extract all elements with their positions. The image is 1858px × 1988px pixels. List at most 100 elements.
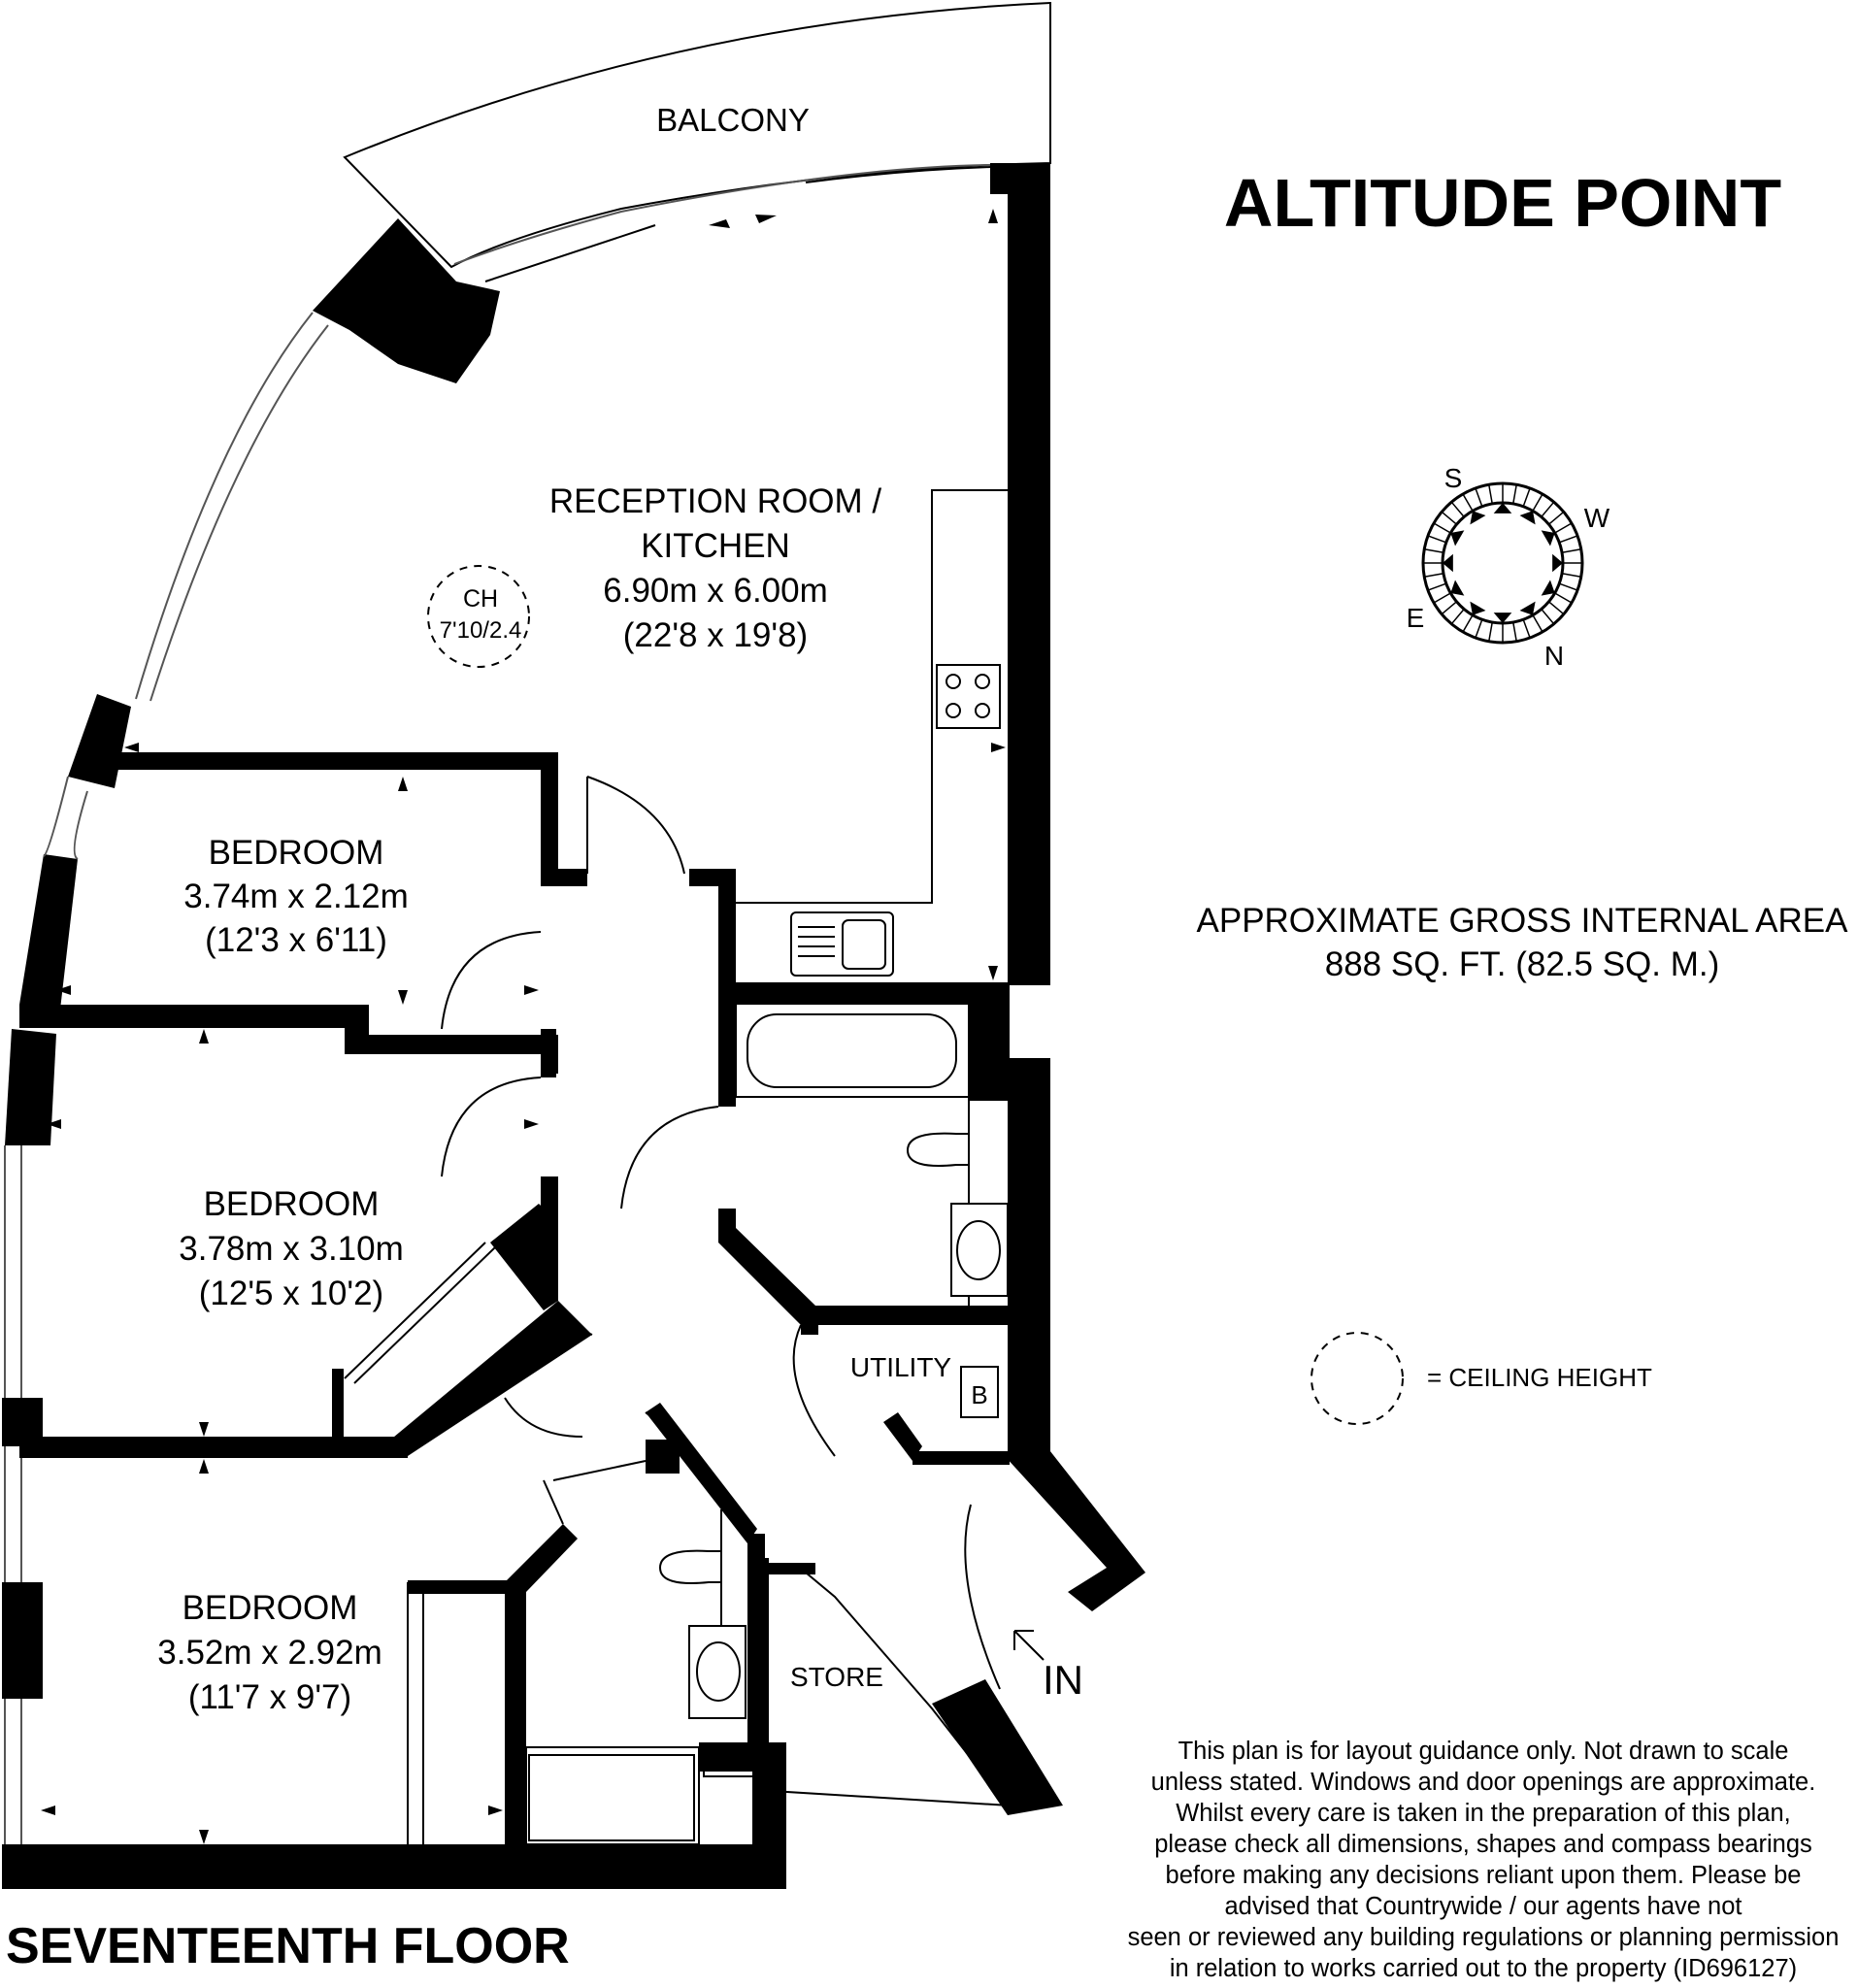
wall-bedroom2-diagonal <box>490 1204 558 1310</box>
arrow <box>991 743 1006 752</box>
basin-unit <box>950 1203 1009 1297</box>
kitchen-counter <box>736 489 1008 904</box>
left-glazing <box>4 312 329 1844</box>
disclaimer-line: Whilst every care is taken in the prepar… <box>1176 1800 1791 1827</box>
bedroom3-name: BEDROOM <box>182 1589 358 1627</box>
boiler <box>960 1366 999 1418</box>
hob-ring <box>975 674 990 689</box>
door-swing-bed1 <box>441 931 542 1030</box>
wall-stub <box>345 1035 558 1054</box>
wall-stub <box>541 869 587 886</box>
bedroom2-imperial: (12'5 x 10'2) <box>199 1275 383 1312</box>
bath2-line <box>552 1460 647 1481</box>
bedroom2-metric: 3.78m x 3.10m <box>179 1230 404 1268</box>
disclaimer: This plan is for layout guidance only. N… <box>1128 1738 1840 1982</box>
wall-pier-1 <box>68 694 131 788</box>
wall-bedroom1-right <box>541 752 558 874</box>
wall-stub <box>646 1440 680 1474</box>
bedroom3-imperial: (11'7 x 9'7) <box>188 1678 351 1716</box>
arrow <box>56 985 71 995</box>
wall-bed3-right <box>505 1582 526 1844</box>
boiler-label: B <box>971 1380 987 1409</box>
wall-kitchen-bottom <box>718 982 1010 1004</box>
compass-tick <box>1559 535 1578 544</box>
compass-notch <box>1552 553 1563 573</box>
reception-imperial: (22'8 x 19'8) <box>623 616 808 654</box>
balcony-door-frame-2 <box>805 166 991 183</box>
arrow <box>199 1459 209 1474</box>
arrow <box>199 1422 209 1437</box>
floor-label: SEVENTEENTH FLOOR <box>6 1918 570 1974</box>
disclaimer-line: before making any decisions reliant upon… <box>1166 1862 1802 1889</box>
fixtures <box>525 664 1009 1845</box>
compass-tick <box>1488 484 1493 505</box>
wall-stub <box>704 1742 767 1772</box>
compass-tick <box>1488 621 1493 642</box>
compass-tick <box>1532 493 1543 512</box>
store-line <box>765 1572 1009 1806</box>
entrance-arrow <box>1013 1630 1045 1661</box>
arrow <box>488 1806 503 1815</box>
compass-tick <box>1561 573 1581 578</box>
arrow <box>124 743 139 752</box>
compass-notch <box>1450 580 1465 596</box>
entrance-arrow-head <box>1013 1630 1034 1650</box>
hob-ring <box>946 703 961 718</box>
wall-bottom <box>2 1844 786 1889</box>
outer-walls <box>2 163 1145 1889</box>
compass-tick <box>1427 582 1446 591</box>
door-leaf <box>645 1411 680 1441</box>
disclaimer-line: unless stated. Windows and door openings… <box>1151 1769 1816 1796</box>
entrance-arrow-shaft <box>1013 1630 1045 1661</box>
store-line <box>771 1776 1011 1806</box>
compass-notch <box>1519 511 1536 525</box>
wall-bedroom2-lower-diagonal <box>371 1301 592 1456</box>
wall-bed3-diagonal <box>505 1524 578 1592</box>
balcony-arrow-right <box>755 215 777 223</box>
wall-bed1-bed2 <box>19 1005 369 1028</box>
compass-tick <box>1522 619 1531 639</box>
wall-utility-right <box>1008 1325 1050 1456</box>
balcony <box>343 1 1051 282</box>
compass-notch <box>1470 601 1486 615</box>
wall-stub <box>541 1029 556 1077</box>
compass-tick <box>1548 511 1565 525</box>
wall-store-diagonal <box>932 1679 1063 1815</box>
compass-tick <box>1512 621 1517 642</box>
utility-label: UTILITY <box>850 1352 952 1382</box>
bedroom3-metric: 3.52m x 2.92m <box>157 1634 382 1672</box>
balcony-glazing-line <box>453 164 991 265</box>
toilet <box>906 1132 970 1167</box>
wall-utility-bottom <box>912 1451 1010 1465</box>
wall-corridor-diagonal <box>646 1403 757 1543</box>
compass-inner-ring <box>1441 501 1565 625</box>
arrow <box>199 1029 209 1044</box>
compass-tick <box>1424 573 1444 578</box>
compass-tick <box>1441 511 1457 525</box>
bedroom1-imperial: (12'3 x 6'11) <box>205 921 387 959</box>
balcony-arrow-left <box>709 219 730 228</box>
arrow <box>398 990 408 1005</box>
basin-unit <box>688 1625 747 1719</box>
compass-notch <box>1541 530 1555 547</box>
compass-tick <box>1450 609 1465 625</box>
arrow <box>524 1119 539 1129</box>
compass-notch <box>1493 503 1512 514</box>
wall-pier-2 <box>19 854 78 1010</box>
ceiling-height-value: 7'10/2.4 <box>440 617 522 644</box>
compass-tick <box>1433 592 1451 604</box>
arrow <box>988 209 998 223</box>
compass-tick <box>1512 484 1517 505</box>
wall-segment <box>990 163 1050 194</box>
ceiling-height-label: CH <box>463 585 498 613</box>
compass-notch <box>1443 553 1453 573</box>
reception-line2: KITCHEN <box>641 527 790 565</box>
compass-notch <box>1493 613 1512 623</box>
hob-ring <box>975 703 990 718</box>
wall-right-lower <box>1008 1058 1050 1320</box>
wardrobe-line <box>353 1246 496 1384</box>
compass-tick <box>1532 614 1543 633</box>
hob <box>936 664 1001 729</box>
dimension-arrows <box>41 209 1006 1844</box>
compass-tick <box>1548 601 1565 615</box>
